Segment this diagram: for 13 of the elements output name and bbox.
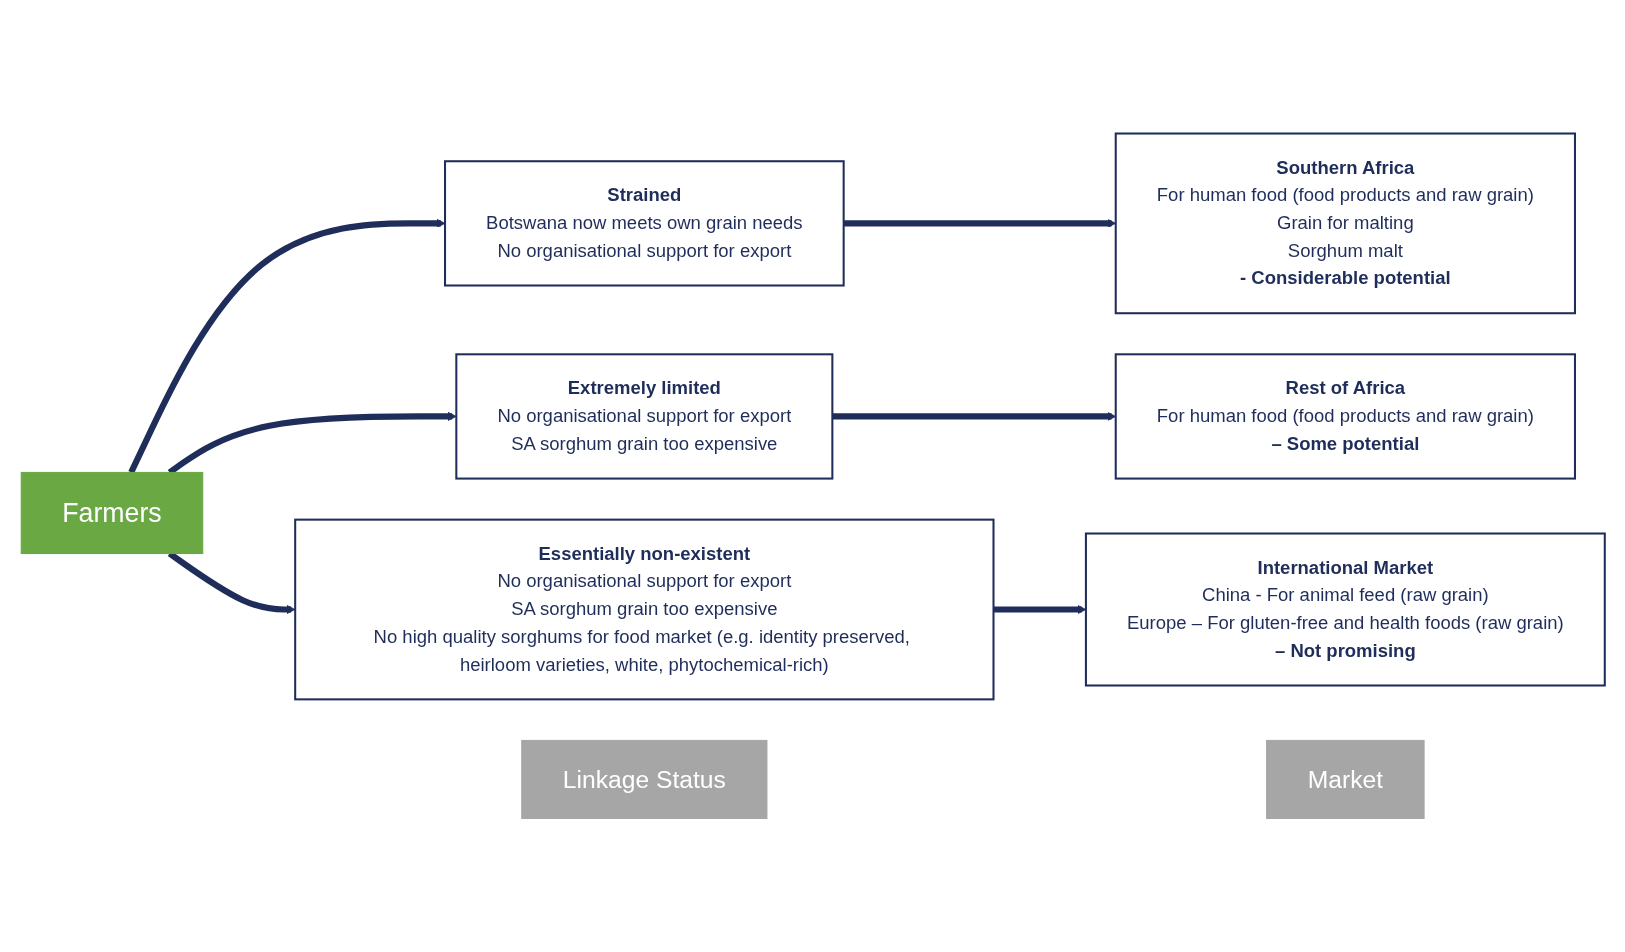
node-box: Essentially non-existent No organisational support for export SA sorghum grain too expensive No high quality sorghums for food market (e.g. identity preserved, heirloom varieties, white, phytochemical-rich) [293, 518, 995, 701]
node-box: Rest of Africa For human food (food products and raw grain) – Some potential [1114, 353, 1576, 480]
node-box: Strained Botswana now meets own grain needs No organisational support for export [443, 160, 845, 287]
node-box: Extremely limited No organisational support for export SA sorghum grain too expensive [454, 353, 833, 480]
arrow [993, 605, 1086, 614]
node-box: Farmers [20, 471, 203, 555]
arrow [831, 411, 1116, 421]
arrow [843, 218, 1116, 228]
node-box: Market [1265, 739, 1425, 819]
node-box: International Market China - For animal feed (raw grain) Europe – For gluten-free and health foods (raw grain) – Not promising [1084, 532, 1606, 687]
node-box: Linkage Status [520, 739, 767, 819]
node-box: Southern Africa For human food (food products and raw grain) Grain for malting Sorghum malt - Considerable potential [1114, 132, 1576, 315]
arrow [127, 218, 445, 474]
